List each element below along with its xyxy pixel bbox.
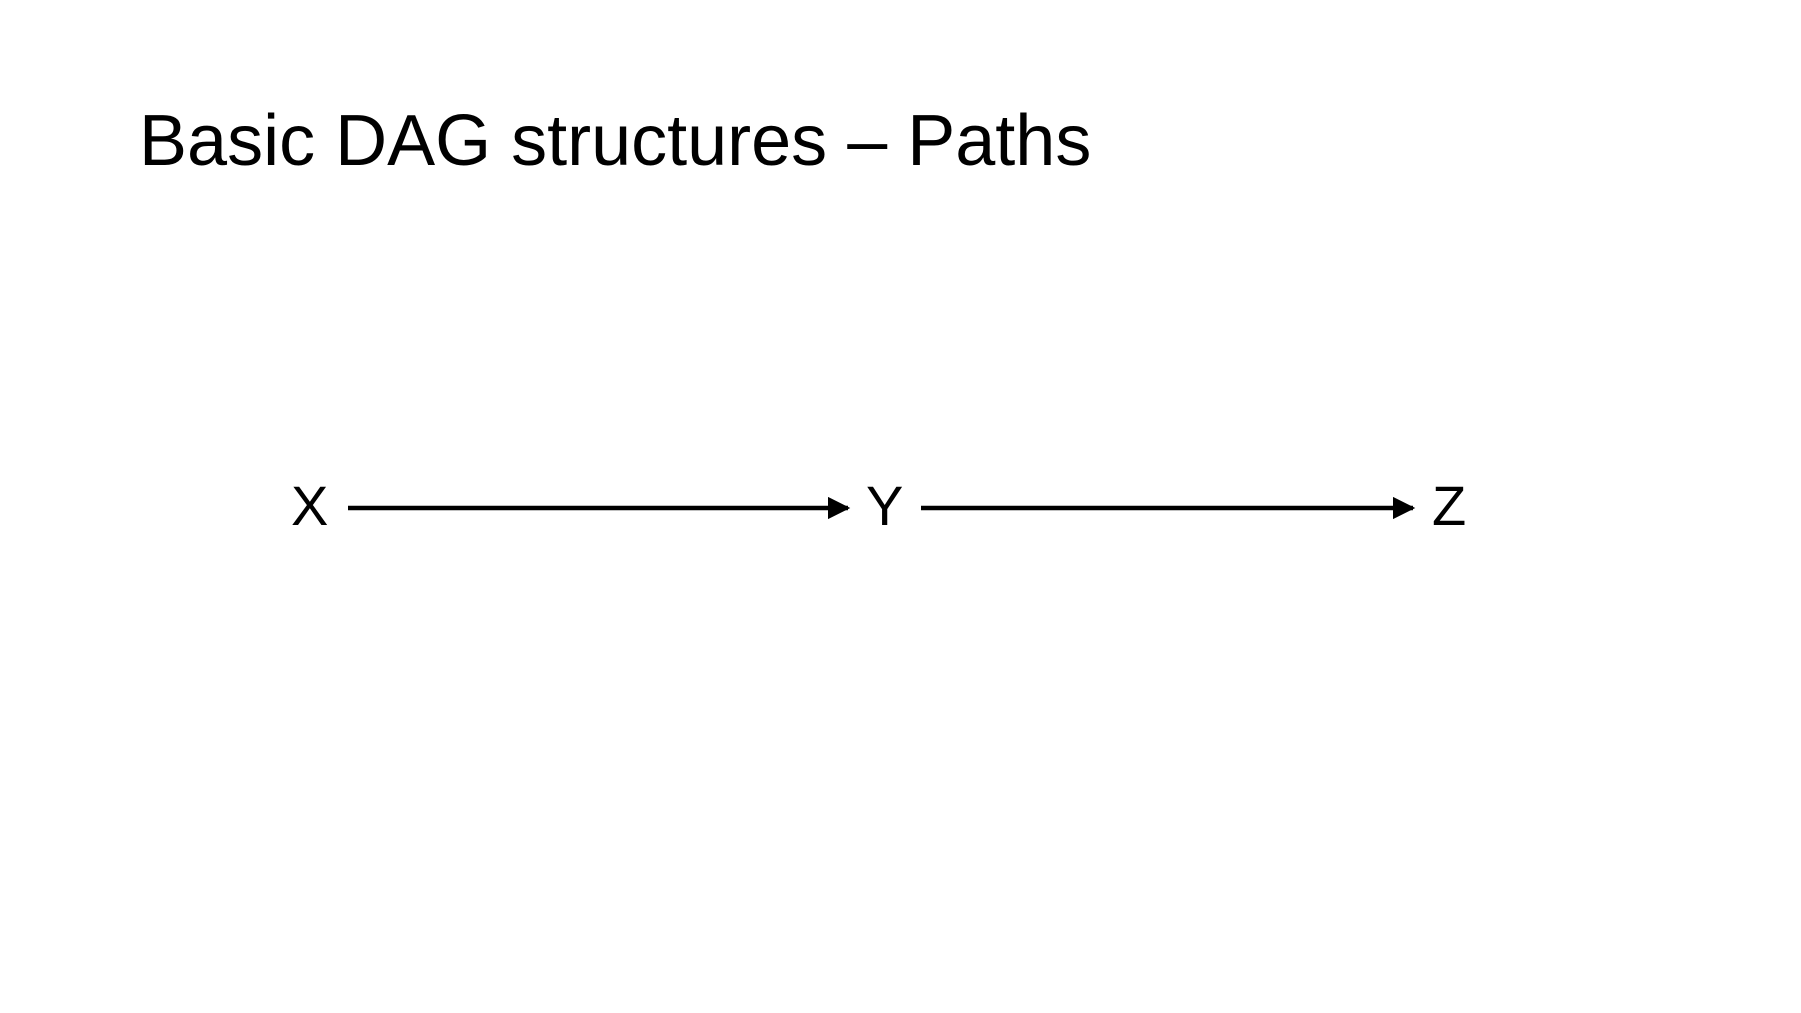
slide-title: Basic DAG structures – Paths (139, 101, 1092, 181)
node-z: Z (1432, 474, 1467, 537)
node-y: Y (866, 474, 904, 537)
node-x: X (291, 474, 329, 537)
